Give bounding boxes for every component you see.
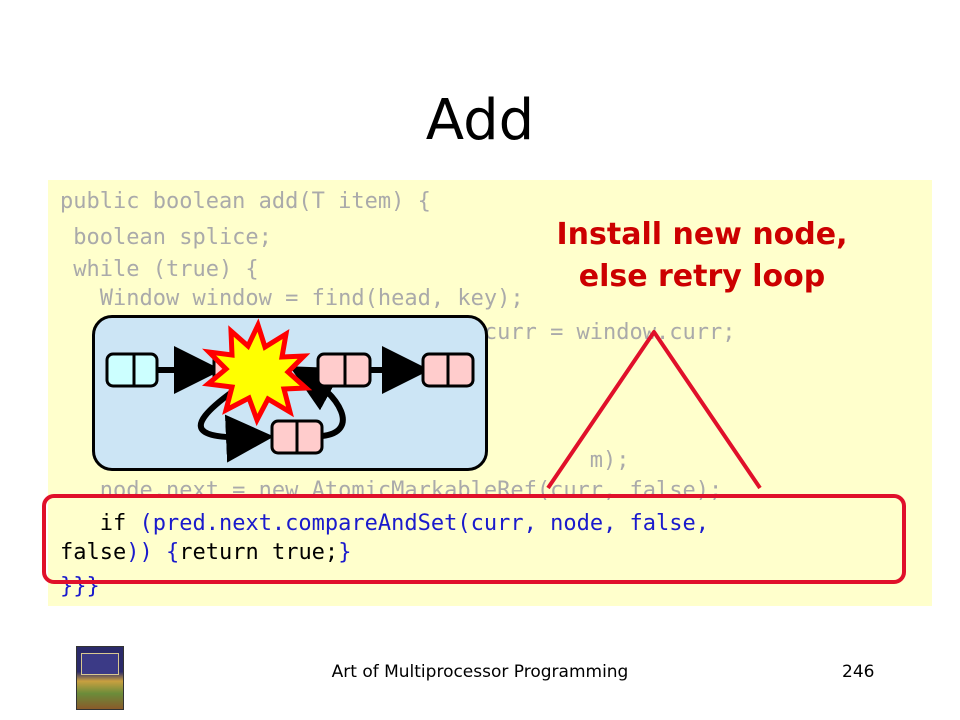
callout-line-2: else retry loop bbox=[578, 259, 826, 294]
linked-list-node-icon bbox=[316, 352, 372, 388]
footer-title: Art of Multiprocessor Programming bbox=[331, 662, 629, 682]
highlight-box bbox=[42, 494, 906, 584]
code-close-parens: )) bbox=[126, 540, 153, 565]
slide-title: Add bbox=[425, 88, 535, 153]
callout-line-1: Install new node, bbox=[556, 217, 848, 252]
code-line-1: public boolean add(T item) { bbox=[60, 189, 431, 214]
page-number: 246 bbox=[842, 662, 875, 682]
callout-text: Install new node, else retry loop bbox=[520, 214, 884, 298]
code-closing-braces: }}} bbox=[60, 574, 100, 599]
linked-list-node-icon bbox=[421, 352, 475, 388]
explosion-icon bbox=[201, 318, 313, 427]
code-line-cas: if (pred.next.compareAndSet(curr, node, … bbox=[60, 511, 709, 537]
code-line-2: boolean splice; bbox=[60, 225, 272, 250]
code-cas-call: (pred.next.compareAndSet(curr, node, fal… bbox=[139, 511, 710, 536]
code-if-keyword: if bbox=[60, 511, 140, 536]
code-return-statement: return true; bbox=[179, 540, 339, 565]
code-line-7: node.next = new AtomicMarkableRef(curr, … bbox=[60, 478, 723, 503]
arrow-icon bbox=[197, 389, 274, 463]
linked-list-node-icon bbox=[270, 419, 324, 455]
code-line-return: false)) {return true;} bbox=[60, 540, 351, 566]
arrow-icon bbox=[289, 366, 346, 439]
code-open-brace: { bbox=[165, 540, 180, 565]
code-line-5: curr = window.curr; bbox=[483, 320, 736, 345]
callout-pointer bbox=[546, 330, 762, 490]
code-line-6: m); bbox=[589, 448, 630, 473]
code-false-arg: false bbox=[60, 540, 127, 565]
code-line-closing: }}} bbox=[60, 574, 100, 600]
code-close-brace: } bbox=[338, 540, 352, 565]
book-cover-icon bbox=[76, 646, 124, 710]
code-line-4: Window window = find(head, key); bbox=[60, 286, 524, 311]
code-line-3: while (true) { bbox=[60, 257, 259, 282]
linked-list-node-icon bbox=[105, 352, 159, 388]
